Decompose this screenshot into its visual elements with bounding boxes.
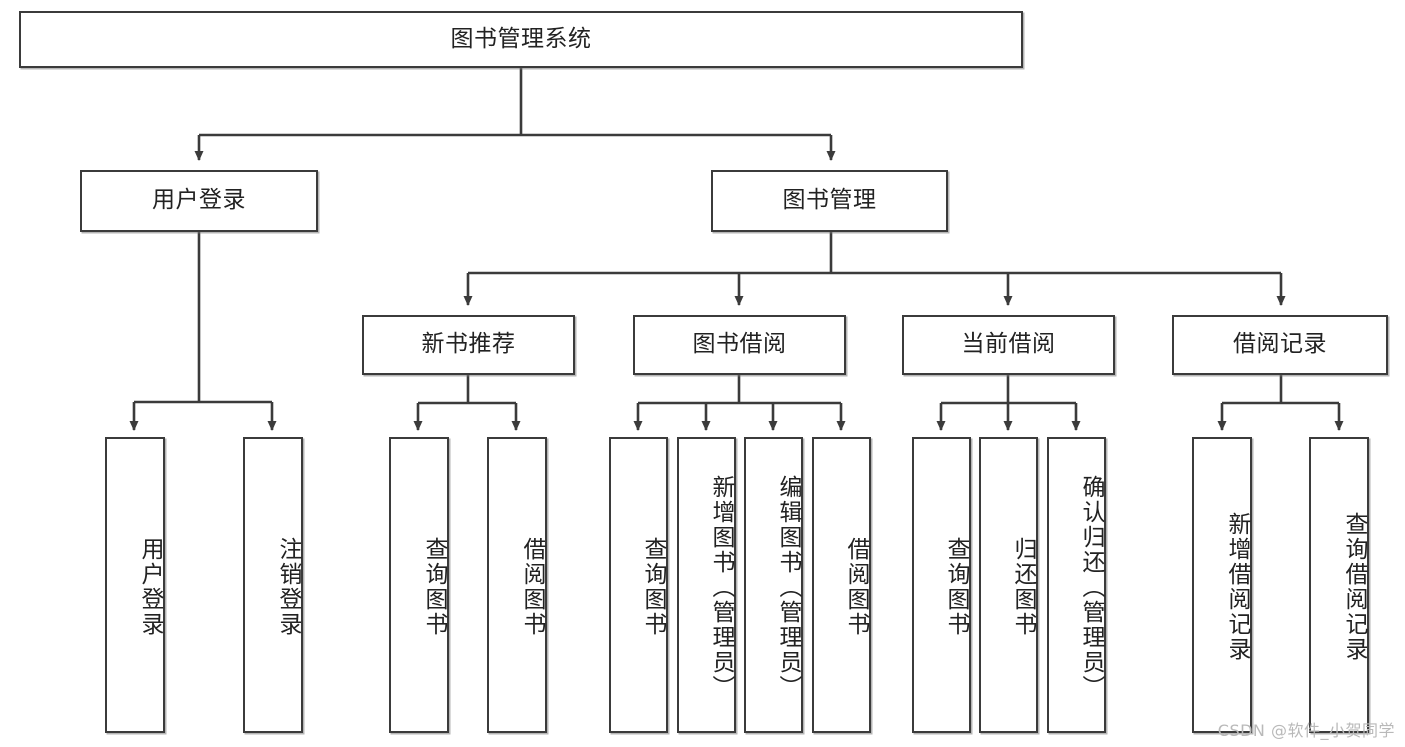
node-label: 用户登录 xyxy=(152,187,246,214)
leaf-current-borrow-3[interactable]: 确认归还（管理员） xyxy=(1047,437,1106,733)
leaf-book-borrow-1[interactable]: 查询图书 xyxy=(609,437,668,733)
node-label: 新增借阅记录 xyxy=(1224,512,1250,662)
node-current-borrow[interactable]: 当前借阅 xyxy=(902,315,1115,375)
node-label: 查询图书 xyxy=(421,537,447,637)
leaf-user-login-1[interactable]: 用户登录 xyxy=(105,437,165,733)
node-book-borrow[interactable]: 图书借阅 xyxy=(633,315,846,375)
node-label: 注销登录 xyxy=(275,537,301,637)
node-label: 图书管理 xyxy=(782,187,877,214)
watermark: CSDN @软件_小贺同学 xyxy=(1217,721,1395,740)
leaf-current-borrow-1[interactable]: 查询图书 xyxy=(912,437,971,733)
node-label: 借阅图书 xyxy=(519,537,545,637)
leaf-book-borrow-2[interactable]: 新增图书（管理员） xyxy=(677,437,736,733)
node-label: 用户登录 xyxy=(137,537,163,637)
leaf-new-book-recommend-1[interactable]: 查询图书 xyxy=(389,437,449,733)
node-label: 新书推荐 xyxy=(421,331,516,358)
node-label: 查询图书 xyxy=(640,537,666,637)
node-new-book-recommend[interactable]: 新书推荐 xyxy=(362,315,575,375)
leaf-borrow-record-2[interactable]: 查询借阅记录 xyxy=(1309,437,1369,733)
node-book-management[interactable]: 图书管理 xyxy=(711,170,948,232)
node-label: 当前借阅 xyxy=(961,331,1056,358)
node-label: 借阅图书 xyxy=(843,537,869,637)
leaf-book-borrow-3[interactable]: 编辑图书（管理员） xyxy=(744,437,803,733)
node-label: 编辑图书（管理员） xyxy=(775,474,801,700)
node-user-login[interactable]: 用户登录 xyxy=(80,170,318,232)
node-label: 图书管理系统 xyxy=(450,25,592,52)
leaf-user-login-2[interactable]: 注销登录 xyxy=(243,437,303,733)
node-label: 借阅记录 xyxy=(1233,331,1327,358)
node-label: 查询图书 xyxy=(943,537,969,637)
leaf-book-borrow-4[interactable]: 借阅图书 xyxy=(812,437,871,733)
node-label: 新增图书（管理员） xyxy=(708,474,734,700)
node-label: 确认归还（管理员） xyxy=(1078,474,1104,700)
node-label: 查询借阅记录 xyxy=(1341,512,1367,662)
node-label: 归还图书 xyxy=(1010,537,1036,637)
node-root-book-management-system[interactable]: 图书管理系统 xyxy=(19,11,1023,68)
leaf-current-borrow-2[interactable]: 归还图书 xyxy=(979,437,1038,733)
leaf-new-book-recommend-2[interactable]: 借阅图书 xyxy=(487,437,547,733)
node-label: 图书借阅 xyxy=(692,331,787,358)
node-borrow-record[interactable]: 借阅记录 xyxy=(1172,315,1388,375)
leaf-borrow-record-1[interactable]: 新增借阅记录 xyxy=(1192,437,1252,733)
